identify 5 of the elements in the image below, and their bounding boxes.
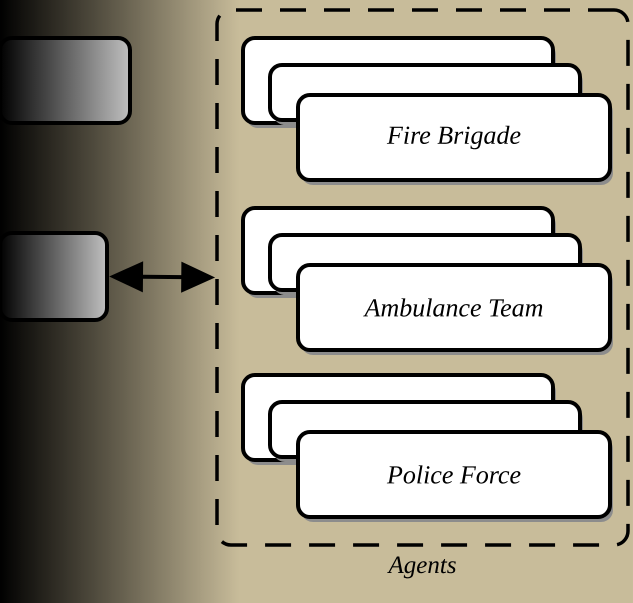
card: Fire Brigade	[296, 93, 612, 182]
card: Ambulance Team	[296, 263, 612, 352]
card: Police Force	[296, 430, 612, 519]
shaded-box	[0, 231, 109, 322]
node-label: Agents	[387, 556, 456, 578]
